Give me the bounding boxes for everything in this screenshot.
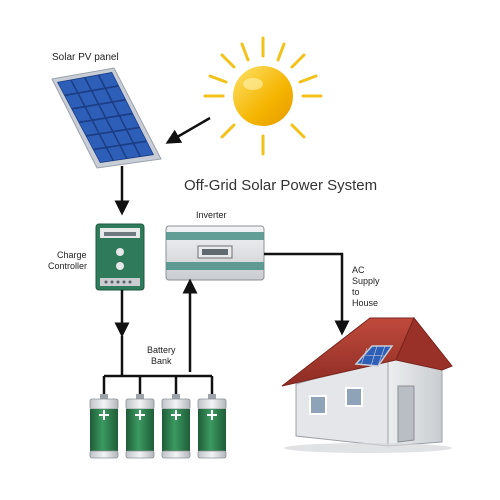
ac-supply-label-line1: AC	[352, 265, 365, 275]
diagram-title: Off-Grid Solar Power System	[184, 177, 377, 194]
battery-icon	[89, 394, 119, 459]
battery-bank-label-line2: Bank	[151, 356, 172, 366]
sun-icon	[203, 36, 323, 156]
sunlight-arrow	[165, 116, 211, 144]
charge-controller-label-line2: Controller	[48, 261, 87, 271]
ac-supply-label-line4: House	[352, 298, 378, 308]
battery-bank-label-line1: Battery	[147, 345, 176, 355]
solar-cell	[107, 146, 126, 161]
solar-cell	[72, 77, 91, 93]
solar-cell	[94, 148, 113, 163]
inverter-label: Inverter	[196, 210, 227, 220]
solar-cell	[86, 105, 105, 120]
inverter-icon	[165, 225, 265, 281]
solar-cell	[86, 134, 106, 149]
charge-controller-icon	[95, 223, 145, 291]
solar-panel-label: Solar PV panel	[52, 52, 119, 63]
solar-cell	[79, 91, 98, 106]
solar-cell	[72, 107, 91, 122]
house-shadow	[284, 443, 452, 453]
solar-cell	[114, 130, 133, 145]
solar-cell	[120, 114, 139, 129]
solar-cell	[134, 142, 153, 157]
inverter-to-house-arrow	[264, 252, 350, 336]
ac-supply-label-line2: Supply	[352, 276, 380, 286]
solar-panel-icon	[51, 67, 162, 169]
solar-cell	[99, 102, 119, 118]
solar-cell	[121, 144, 140, 159]
solar-cell	[106, 116, 126, 131]
battery-icon	[125, 394, 155, 459]
solar-cell	[79, 121, 99, 136]
solar-cell	[58, 80, 77, 95]
solar-cell	[127, 128, 146, 143]
battery-bank	[89, 394, 227, 459]
battery-icon	[197, 394, 227, 459]
solar-cell	[85, 75, 105, 90]
solar-cell	[65, 94, 84, 109]
solar-cell	[92, 89, 112, 104]
solar-cell	[100, 132, 119, 147]
ac-supply-label-line3: to	[352, 287, 360, 297]
battery-icon	[161, 394, 191, 459]
house-icon	[281, 317, 453, 447]
solar-cell	[106, 86, 125, 102]
solar-cell	[93, 118, 112, 133]
solar-cell	[113, 100, 132, 115]
charge-controller-label-line1: Charge	[57, 250, 87, 260]
solar-cell	[99, 72, 118, 88]
battery-bus	[102, 336, 214, 396]
